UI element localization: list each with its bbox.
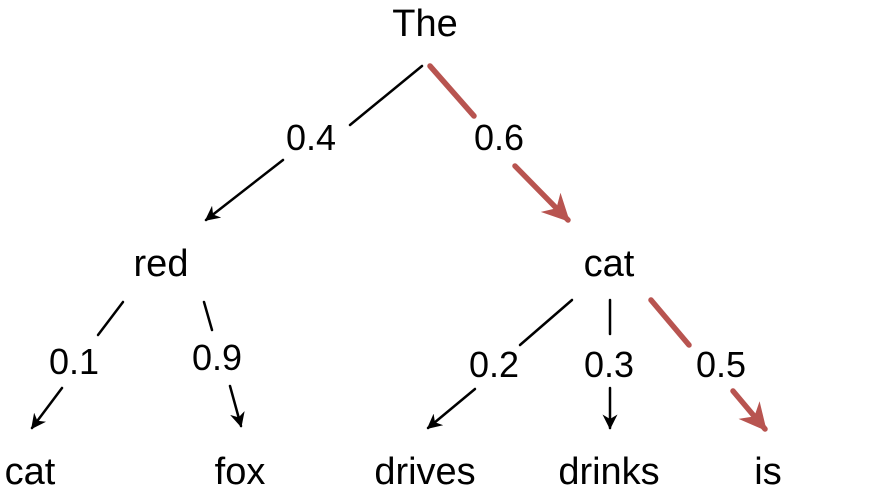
edge-red-cat-lower [30, 386, 64, 430]
node-root-the: The [392, 3, 457, 45]
node-drinks: drinks [558, 451, 659, 491]
prob-the-red: 0.4 [286, 117, 336, 158]
node-fox: fox [215, 451, 266, 491]
node-cat-mid: cat [584, 243, 635, 285]
node-cat-leaf: cat [5, 451, 56, 491]
prob-cat-is: 0.5 [696, 344, 746, 385]
edge-red-fox-upper [202, 300, 214, 332]
prob-cat-drinks: 0.3 [584, 344, 634, 385]
node-is: is [754, 451, 781, 491]
edge-cat-drives-lower [426, 387, 477, 430]
edge-the-cat-upper [427, 63, 477, 119]
edge-the-red-lower [204, 158, 285, 222]
edge-cat-is-lower [730, 388, 768, 432]
prob-red-fox: 0.9 [192, 337, 242, 378]
edge-the-cat-lower [512, 163, 571, 223]
edge-cat-drives-upper [518, 298, 574, 347]
edge-red-fox-lower [228, 384, 245, 428]
edge-the-red-upper [348, 64, 424, 127]
edge-red-cat-upper [96, 300, 125, 337]
node-drives: drives [374, 451, 475, 491]
prob-red-cat: 0.1 [49, 341, 99, 382]
prob-cat-drives: 0.2 [469, 344, 519, 385]
node-red: red [134, 243, 189, 285]
edge-cat-is-upper [648, 297, 692, 348]
prob-the-cat: 0.6 [474, 117, 524, 158]
